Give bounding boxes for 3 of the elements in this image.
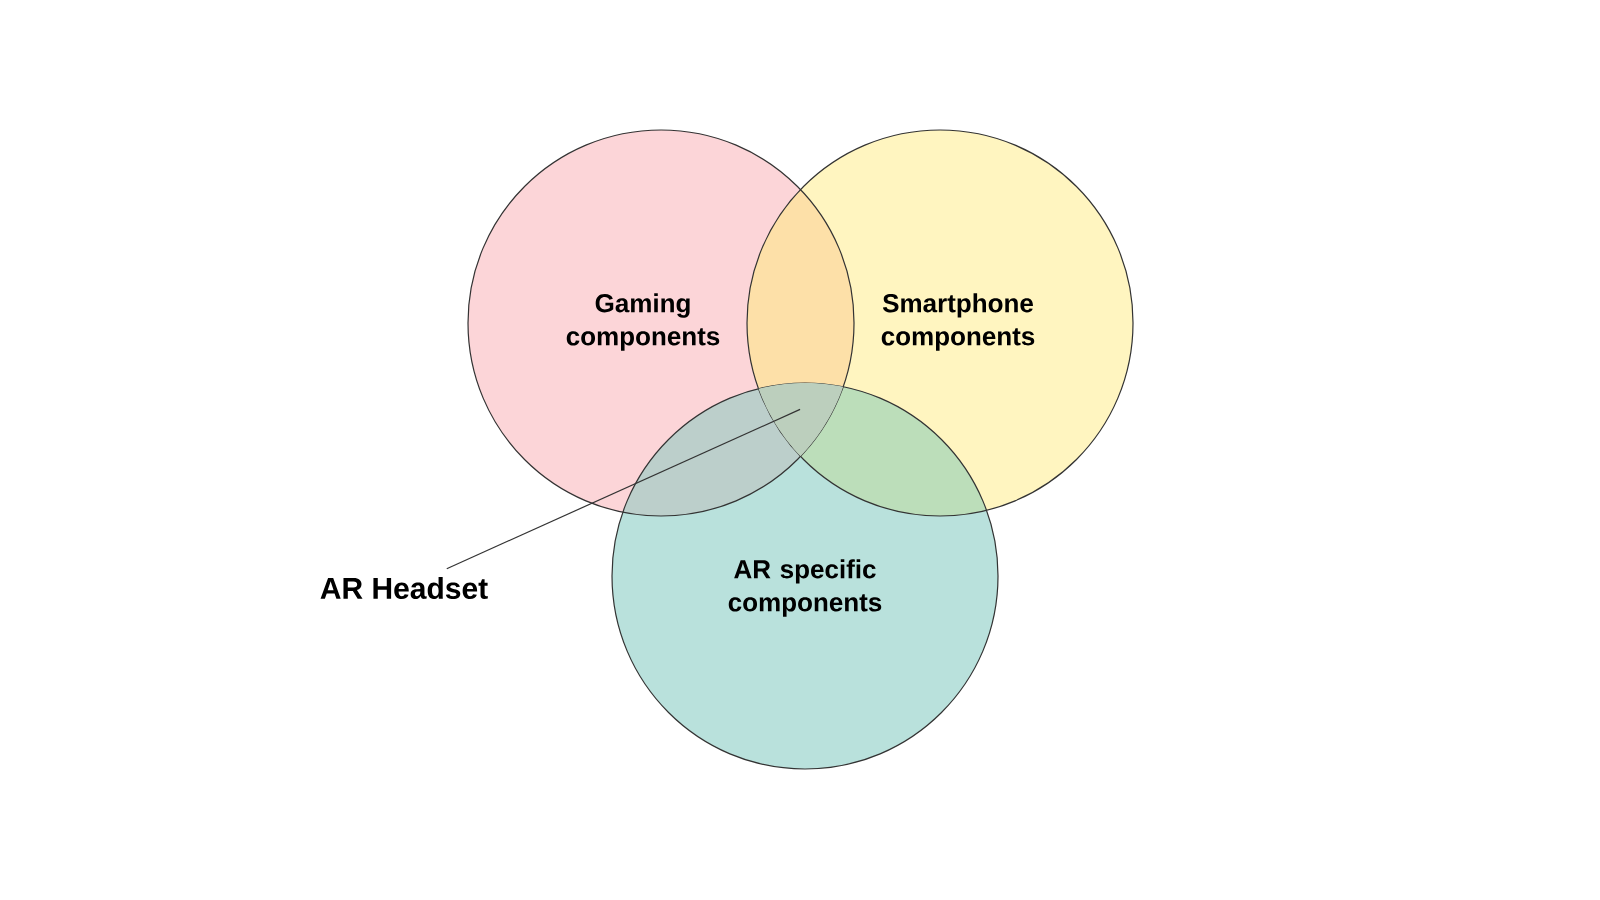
callout-label: AR Headset [320, 576, 488, 599]
overlap-region [758, 383, 844, 457]
leader-line [446, 408, 801, 570]
